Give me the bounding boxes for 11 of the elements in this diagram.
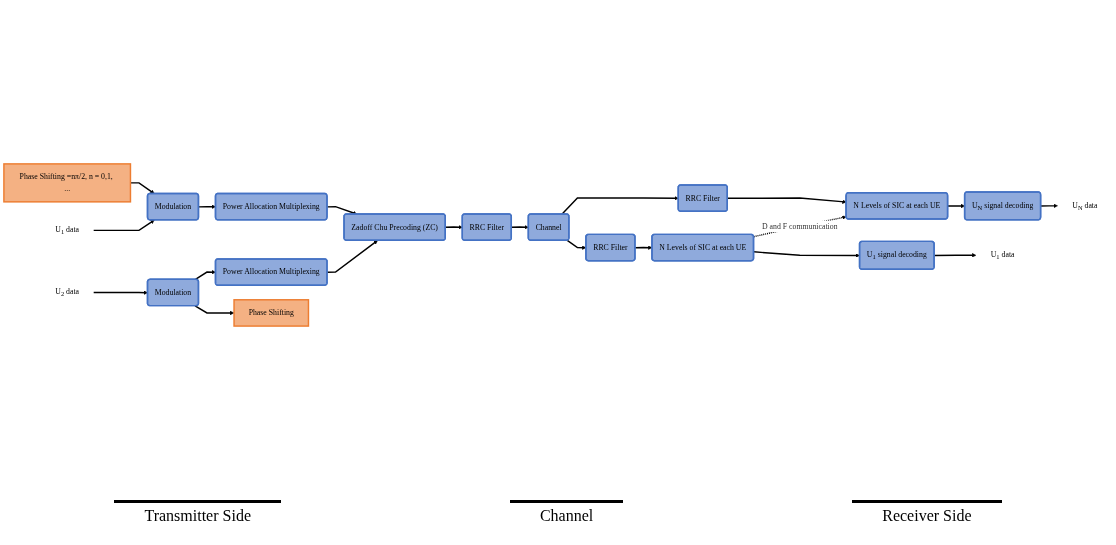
arrow [92,219,155,232]
arrow [753,251,860,258]
arrow [194,270,216,281]
arrow [1040,203,1058,208]
arrow [194,305,235,316]
section-label: Channel [509,500,624,525]
section-label: Transmitter Side [114,500,281,525]
arrow [92,290,148,295]
arrow [561,196,679,215]
section-label: Receiver Side [852,500,1002,525]
arrow [753,215,847,238]
